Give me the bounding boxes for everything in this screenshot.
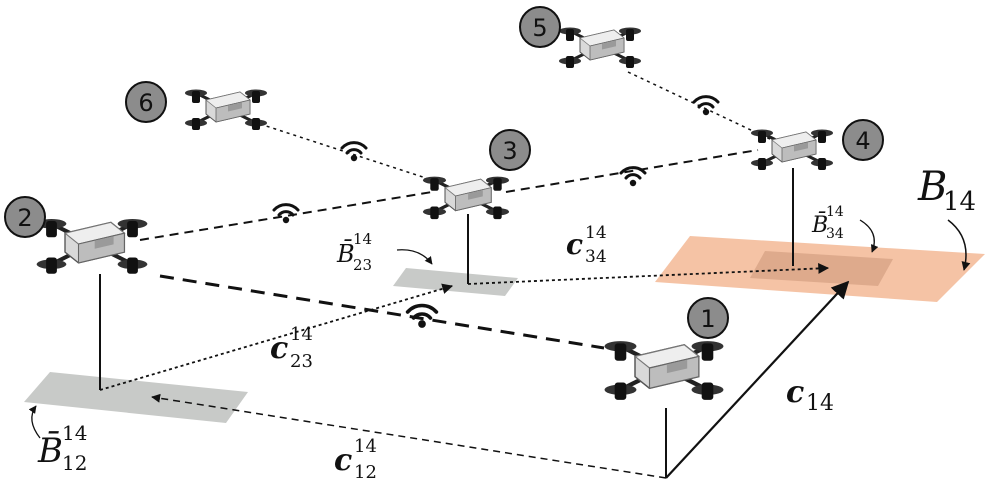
- shadow-region-b12: [24, 372, 248, 423]
- svg-text:12: 12: [354, 462, 377, 483]
- drone-icon-5: [557, 26, 643, 70]
- curved-arrow-icon: [28, 405, 41, 439]
- drone-badge-6: 6: [125, 81, 167, 123]
- wifi-icon: [692, 95, 720, 117]
- drone-icon-4: [749, 128, 835, 172]
- svg-text:14: 14: [353, 230, 372, 248]
- svg-text:4: 4: [855, 127, 870, 155]
- svg-text:B: B: [917, 164, 947, 210]
- vector-c12: [151, 393, 667, 479]
- svg-text:5: 5: [532, 14, 547, 42]
- svg-text:c: c: [566, 228, 583, 261]
- drone-badge-4: 4: [842, 119, 884, 161]
- svg-text:14: 14: [62, 421, 87, 445]
- label-b12: B̄ 14 12: [37, 421, 87, 475]
- curved-arrow-icon: [859, 219, 879, 253]
- label-c14: c 14: [786, 375, 834, 416]
- svg-text:6: 6: [138, 89, 153, 117]
- svg-text:23: 23: [353, 256, 372, 274]
- drone-icon-6: [183, 88, 269, 132]
- drone-badge-1: 1: [687, 297, 729, 339]
- drone-badge-5: 5: [519, 6, 561, 48]
- drone-badge-3: 3: [489, 129, 531, 171]
- wifi-icon: [340, 141, 368, 163]
- curved-arrow-icon: [396, 249, 433, 265]
- label-c34: c 14 34: [566, 223, 607, 267]
- curved-arrow-icon: [947, 219, 971, 271]
- link-2-1: [159, 274, 605, 350]
- svg-text:c: c: [270, 331, 288, 366]
- svg-text:14: 14: [943, 187, 976, 217]
- svg-text:14: 14: [826, 204, 844, 220]
- svg-text:23: 23: [290, 351, 313, 372]
- link-3-4: [505, 149, 759, 193]
- label-b23: B̄ 14 23: [336, 230, 372, 274]
- drone-icon-1: [605, 341, 724, 400]
- svg-text:B̄: B̄: [336, 240, 355, 268]
- svg-text:14: 14: [585, 223, 607, 243]
- svg-text:14: 14: [290, 324, 313, 345]
- shadow-region-b23: [393, 268, 518, 296]
- vector-c34: [467, 263, 830, 285]
- label-c12: c 14 12: [334, 436, 377, 483]
- svg-text:B̄: B̄: [37, 430, 63, 471]
- svg-text:1: 1: [700, 305, 715, 333]
- label-c23: c 14 23: [270, 324, 313, 372]
- label-b14: B 14: [917, 164, 976, 217]
- svg-text:34: 34: [585, 247, 607, 267]
- svg-text:c: c: [786, 375, 804, 410]
- svg-text:14: 14: [806, 391, 834, 416]
- drone-badge-2: 2: [4, 196, 46, 238]
- svg-text:3: 3: [502, 137, 517, 165]
- svg-text:14: 14: [354, 436, 377, 457]
- label-b34: B̄ 14 34: [811, 204, 844, 242]
- link-2-3: [139, 191, 433, 241]
- svg-text:12: 12: [62, 451, 87, 475]
- svg-text:B̄: B̄: [811, 211, 828, 238]
- vector-c23: [99, 283, 454, 391]
- svg-text:34: 34: [826, 226, 844, 242]
- drone-icon-3: [421, 174, 511, 221]
- vector-c14: [665, 280, 850, 479]
- link-6-3: [259, 123, 433, 181]
- svg-text:2: 2: [17, 204, 32, 232]
- drone-icon-2: [37, 219, 148, 274]
- svg-text:c: c: [334, 443, 352, 478]
